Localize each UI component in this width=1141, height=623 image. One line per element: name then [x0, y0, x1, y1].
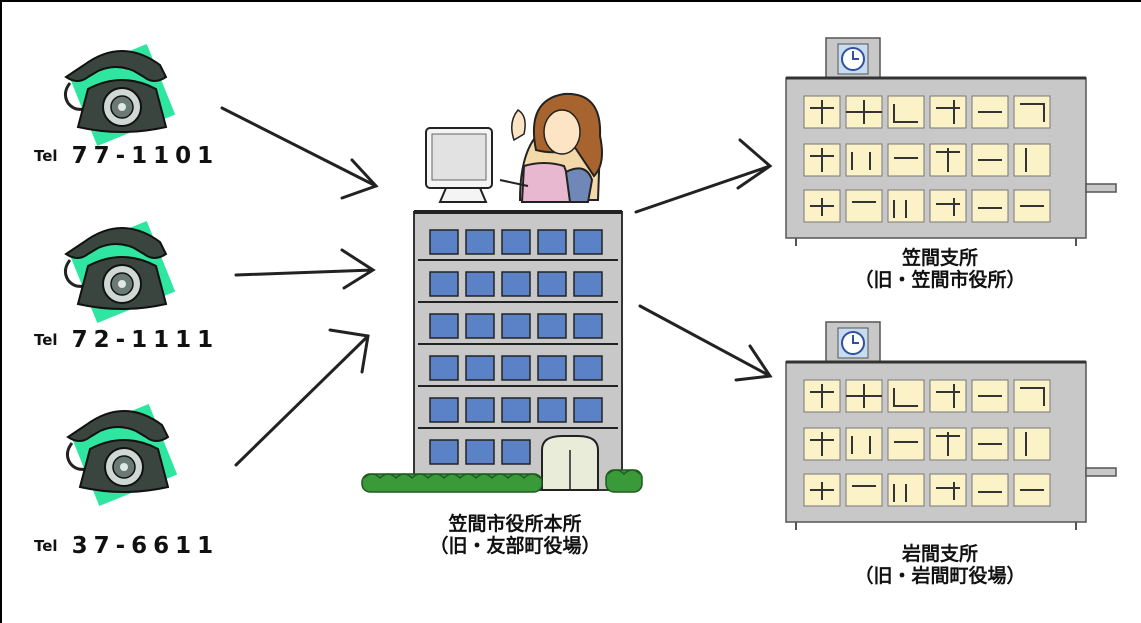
arrow-phone-3-to-main: [234, 328, 370, 467]
city-hall-building-icon: [413, 210, 623, 491]
phone-number: 72-1111: [71, 327, 220, 353]
bush-left: [361, 473, 543, 493]
phone-3: [65, 402, 179, 508]
main-office-label: 笠間市役所本所 （旧・友部町役場）: [400, 513, 630, 558]
branch-former-name: （旧・岩間町役場）: [854, 564, 1026, 587]
phone-number-label-3: Tel 37-6611: [34, 533, 219, 559]
tel-mark: Tel: [34, 147, 58, 165]
tel-mark: Tel: [34, 537, 58, 555]
branch-name: 岩間支所: [901, 543, 978, 565]
arrow-main-to-iwama: [638, 304, 773, 382]
phone-number: 77-1101: [71, 143, 220, 169]
phone-number-label-2: Tel 72-1111: [34, 327, 219, 353]
phone-1: [63, 42, 177, 148]
phone-number-label-1: Tel 77-1101: [34, 143, 219, 169]
bush-right: [605, 469, 643, 493]
branch-building-iwama: [784, 320, 1118, 532]
computer-monitor-icon: [425, 127, 529, 203]
arrow-phone-2-to-main: [234, 248, 376, 290]
arrow-phone-1-to-main: [220, 106, 379, 200]
tel-mark: Tel: [34, 331, 58, 349]
main-office-name: 笠間市役所本所: [448, 513, 582, 535]
main-office-former-name: （旧・友部町役場）: [429, 534, 601, 557]
branch-building-kasama: [784, 36, 1118, 248]
phone-number: 37-6611: [71, 533, 220, 559]
branch-label-iwama: 岩間支所 （旧・岩間町役場）: [820, 543, 1060, 588]
branch-label-kasama: 笠間支所 （旧・笠間市役所）: [820, 247, 1060, 292]
branch-name: 笠間支所: [901, 247, 978, 269]
operator-woman-icon: [511, 92, 603, 203]
branch-former-name: （旧・笠間市役所）: [854, 268, 1026, 291]
phone-2: [63, 219, 177, 325]
arrow-main-to-kasama: [634, 138, 773, 214]
